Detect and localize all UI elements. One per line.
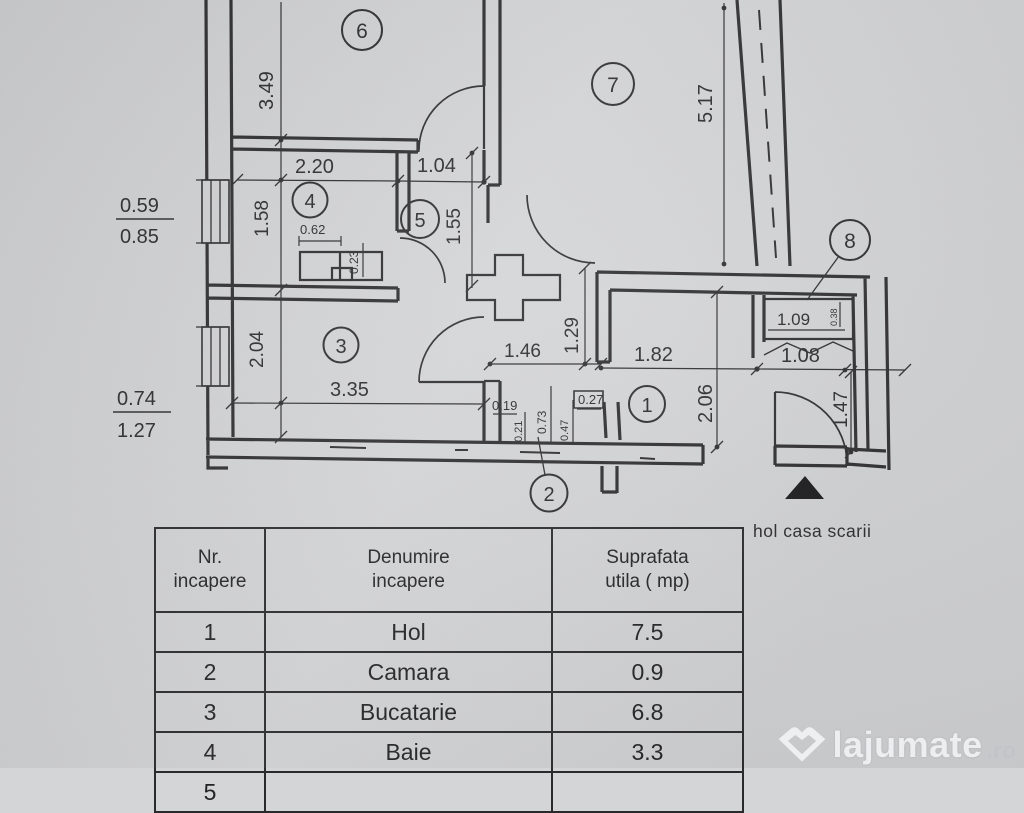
- dim-3-35: 3.35: [330, 379, 369, 401]
- cell-denumire: Hol: [264, 611, 553, 653]
- svg-text:3: 3: [335, 336, 346, 358]
- svg-text:6: 6: [356, 20, 368, 43]
- svg-text:8: 8: [844, 230, 856, 253]
- cell-suprafata: [551, 771, 744, 813]
- dim-1-58: 1.58: [252, 200, 273, 237]
- cell-suprafata: 3.3: [551, 731, 744, 773]
- dim-1-47: 1.47: [831, 391, 852, 428]
- svg-text:4: 4: [304, 191, 315, 213]
- window-symbol-upper: [201, 179, 230, 244]
- dim-0-62: 0.62: [300, 222, 325, 237]
- dim-1-04: 1.04: [417, 155, 456, 177]
- leader-lines: [537, 255, 840, 476]
- window2-width-label: 0.74: [117, 388, 156, 410]
- cell-nr: 5: [154, 771, 266, 813]
- room-number-circle-4: 4: [291, 181, 329, 219]
- bottom-wall-dashes: [329, 446, 656, 460]
- window1-sill-label: 0.85: [120, 226, 159, 248]
- cell-suprafata: 0.9: [551, 651, 744, 693]
- dim-0-47: 0.47: [559, 420, 571, 441]
- svg-text:7: 7: [607, 74, 619, 97]
- cell-nr: 2: [154, 651, 266, 693]
- cell-denumire: Baie: [264, 731, 553, 773]
- dim-0-27: 0.27: [578, 392, 603, 407]
- table-row: 1 Hol 7.5: [154, 611, 744, 653]
- window2-sill-label: 1.27: [117, 420, 156, 442]
- watermark-tld-text: .ro: [986, 737, 1016, 763]
- dim-0-19: 0.19: [492, 398, 517, 413]
- dim-1-09: 1.09: [777, 310, 810, 329]
- cell-denumire: Camara: [264, 651, 553, 693]
- room-number-circle-6: 6: [341, 9, 383, 51]
- room-number-circle-1: 1: [628, 385, 666, 423]
- dim-1-55: 1.55: [444, 208, 465, 245]
- lajumate-logo-icon: [778, 727, 825, 762]
- table-row: 4 Baie 3.3: [154, 731, 744, 773]
- dim-2-20: 2.20: [295, 156, 334, 178]
- table-row-clipped: 5: [154, 771, 744, 813]
- dim-0-21: 0.21: [513, 421, 525, 442]
- room-number-circle-3: 3: [322, 326, 360, 364]
- lajumate-watermark: lajumate .ro: [777, 724, 1016, 766]
- dim-0-23: 0.23: [347, 250, 361, 274]
- dim-2-06: 2.06: [695, 384, 717, 423]
- dim-0-73: 0.73: [535, 410, 549, 434]
- floor-plan-drawing: 3.49 2.20 1.04 5.17 1.58 0.62 0.23 1.55 …: [113, 0, 912, 541]
- svg-text:1: 1: [641, 395, 652, 417]
- watermark-brand-text: lajumate: [832, 724, 983, 765]
- window1-width-label: 0.59: [120, 195, 159, 217]
- table-row: 2 Camara 0.9: [154, 651, 744, 693]
- dim-2-04: 2.04: [247, 331, 268, 368]
- dimension-ticks: [225, 133, 912, 459]
- dim-1-29: 1.29: [562, 317, 583, 354]
- room-number-circle-7: 7: [591, 62, 635, 106]
- dim-1-08: 1.08: [781, 345, 820, 367]
- dim-1-82: 1.82: [634, 344, 673, 366]
- room-number-circle-2: 2: [529, 473, 569, 513]
- cell-denumire: Bucatarie: [264, 691, 553, 733]
- table-row: 3 Bucatarie 6.8: [154, 691, 744, 733]
- dim-3-49: 3.49: [256, 71, 278, 110]
- wall-centerline-dashed: [758, 9, 777, 259]
- cell-nr: 1: [154, 611, 266, 653]
- dim-5-17: 5.17: [695, 84, 717, 123]
- dimension-lines: [231, 2, 906, 452]
- room-number-circle-5: 5: [400, 199, 440, 239]
- cell-nr: 3: [154, 691, 266, 733]
- cell-nr: 4: [154, 731, 266, 773]
- header-nr-incapere: Nr.incapere: [154, 527, 266, 613]
- entrance-triangle-marker: [785, 476, 824, 499]
- svg-text:5: 5: [414, 210, 425, 232]
- accordion-door-room8: [763, 341, 854, 356]
- door-leaf-lines: [419, 86, 777, 465]
- dim-0-38: 0.38: [829, 308, 839, 326]
- window-sill-ticks: [196, 179, 229, 387]
- staircase-hall-label: hol casa scarii: [753, 521, 871, 541]
- cell-denumire: [264, 771, 553, 813]
- window-symbol-lower: [201, 326, 230, 387]
- wall-detail-lines: [298, 250, 855, 383]
- fraction-bars-and-box: [113, 218, 604, 413]
- dimension-node-dots: [278, 5, 854, 455]
- cell-suprafata: 6.8: [551, 691, 744, 733]
- door-swing-arcs: [399, 85, 848, 465]
- dim-1-46: 1.46: [504, 341, 541, 362]
- room-number-circle-8: 8: [829, 219, 871, 261]
- cell-suprafata: 7.5: [551, 611, 744, 653]
- svg-text:2: 2: [543, 484, 554, 506]
